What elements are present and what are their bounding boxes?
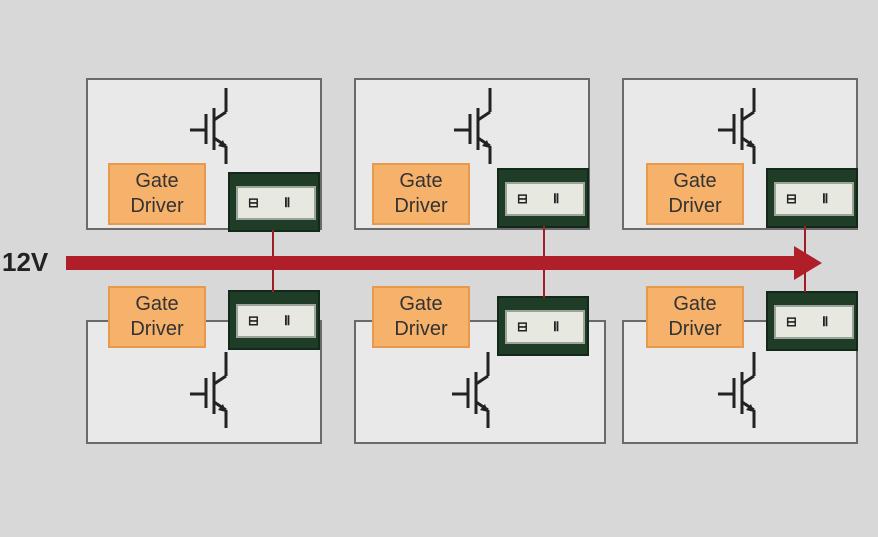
module-screen: ⊟Ⅱ (774, 182, 854, 216)
gate-driver-label-line2: Driver (130, 195, 184, 217)
gate-driver-top-center: Gate Driver (372, 163, 470, 225)
gate-driver-label-line1: Gate (135, 170, 179, 192)
igbt-transistor-icon (718, 352, 756, 428)
module-screen: ⊟Ⅱ (774, 305, 854, 339)
igbt-transistor-icon (190, 88, 228, 164)
gate-driver-label-line1: Gate (399, 293, 443, 315)
module-screen: ⊟Ⅱ (236, 186, 316, 220)
bus-arrow-head (794, 246, 822, 280)
power-module-bottom-center: ⊟Ⅱ (497, 296, 589, 356)
gate-driver-label-line2: Driver (394, 195, 448, 217)
gate-driver-label-line1: Gate (673, 170, 717, 192)
power-module-top-left: ⊟Ⅱ (228, 172, 320, 232)
gate-driver-bottom-left: Gate Driver (108, 286, 206, 348)
module-screen: ⊟Ⅱ (236, 304, 316, 338)
gate-driver-label-line2: Driver (130, 318, 184, 340)
gate-driver-label-line2: Driver (668, 318, 722, 340)
power-module-bottom-left: ⊟Ⅱ (228, 290, 320, 350)
power-module-top-center: ⊟Ⅱ (497, 168, 589, 228)
gate-driver-label-line1: Gate (135, 293, 179, 315)
igbt-transistor-icon (454, 88, 492, 164)
power-module-top-right: ⊟Ⅱ (766, 168, 858, 228)
module-screen: ⊟Ⅱ (505, 310, 585, 344)
gate-driver-bottom-center: Gate Driver (372, 286, 470, 348)
gate-driver-label-line1: Gate (399, 170, 443, 192)
bus-voltage-label: 12V (2, 247, 49, 277)
gate-driver-top-right: Gate Driver (646, 163, 744, 225)
igbt-transistor-icon (718, 88, 756, 164)
igbt-transistor-icon (452, 352, 490, 428)
gate-driver-label-line2: Driver (668, 195, 722, 217)
module-screen: ⊟Ⅱ (505, 182, 585, 216)
gate-driver-top-left: Gate Driver (108, 163, 206, 225)
bus-arrow-icon (66, 246, 822, 280)
igbt-transistor-icon (190, 352, 228, 428)
power-module-bottom-right: ⊟Ⅱ (766, 291, 858, 351)
bus-arrow-shaft (66, 256, 794, 270)
gate-driver-label-line2: Driver (394, 318, 448, 340)
gate-driver-label-line1: Gate (673, 293, 717, 315)
gate-driver-bottom-right: Gate Driver (646, 286, 744, 348)
